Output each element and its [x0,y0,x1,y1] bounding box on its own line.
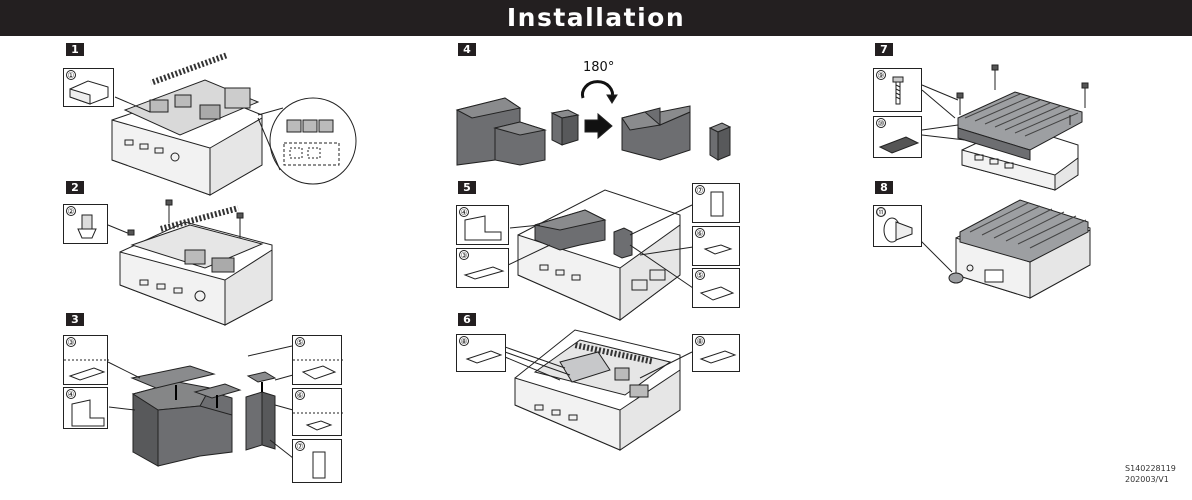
step-3-illustration [108,346,293,466]
case-icon [64,69,115,108]
thermal-pad-icon [64,336,109,386]
callout-thermal-pad-5: ⑤ [292,335,342,385]
document-version: 202003/V1 [1125,474,1176,485]
callout-block-7b: ⑦ [692,183,740,223]
thermal-pad-icon [457,335,507,373]
callout-thermal-pad-5b: ⑤ [692,268,740,308]
thermal-pad-icon [293,336,343,386]
step-7-illustration [922,65,1088,190]
callout-thermal-pad-8b: ⑧ [692,334,740,372]
callout-thermal-pad-3: ③ [63,335,108,385]
callout-block-7: ⑦ [292,439,342,483]
callout-thermal-pad-6: ⑥ [292,388,342,436]
thermal-pad-icon [693,227,741,267]
thermal-pad-icon [293,389,343,437]
callout-knob-11: ⑪ [873,205,922,247]
thermal-pad-icon [693,269,741,309]
block-icon [457,206,510,246]
step-4-illustration [457,82,730,165]
document-code: S140228119 [1125,463,1176,474]
block-icon [64,388,109,430]
callout-screw-tool: ② [63,204,108,244]
callout-heatsink-block-4b: ④ [456,205,509,245]
callout-thermal-pad-6b: ⑥ [692,226,740,266]
callout-thermal-pad-3b: ③ [456,248,509,288]
document-footer: S140228119 202003/V1 [1125,463,1176,485]
step-2-illustration [108,200,272,325]
callout-heatsink-block-4: ④ [63,387,108,429]
step-6-illustration [505,330,692,450]
thermal-pad-icon [874,117,923,159]
callout-thermal-pad-10: ⑩ [873,116,922,158]
step-5-illustration [508,190,693,320]
callout-case: ① [63,68,114,107]
step-8-illustration [920,200,1090,298]
block-icon [293,440,343,484]
step-1-illustration [112,53,356,195]
screw-icon [874,69,923,113]
knob-icon [874,206,923,248]
thermal-pad-icon [693,335,741,373]
block-icon [693,184,741,224]
callout-screw-9: ⑨ [873,68,922,112]
callout-thermal-pad-8: ⑧ [456,334,506,372]
thermal-pad-icon [457,249,510,289]
screw-icon [64,205,109,245]
